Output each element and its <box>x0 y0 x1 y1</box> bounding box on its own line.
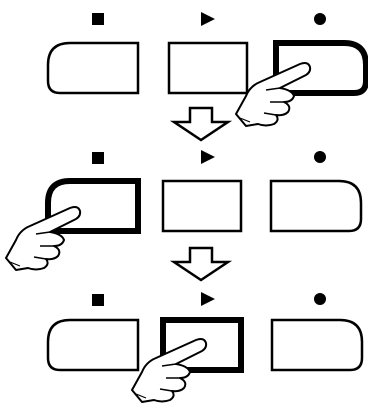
play-button[interactable] <box>167 41 249 95</box>
play-button[interactable] <box>161 179 243 233</box>
record-button[interactable] <box>269 179 363 233</box>
record-dot-icon <box>314 151 326 163</box>
stop-button[interactable] <box>46 318 140 372</box>
step-3 <box>46 292 364 403</box>
step-1 <box>46 12 366 127</box>
record-dot-icon <box>314 13 326 25</box>
record-dot-icon <box>314 293 326 305</box>
stop-button[interactable] <box>46 41 140 95</box>
down-arrow-icon <box>169 246 233 282</box>
down-arrow-icon <box>169 106 233 142</box>
play-triangle-icon <box>201 292 215 306</box>
stop-square-icon <box>92 13 104 25</box>
stop-square-icon <box>92 152 104 164</box>
play-triangle-icon <box>201 12 215 26</box>
record-button[interactable] <box>270 318 364 372</box>
play-triangle-icon <box>201 150 215 164</box>
stop-square-icon <box>92 294 104 306</box>
step-2 <box>5 150 363 271</box>
pointing-hand-icon <box>5 206 82 271</box>
